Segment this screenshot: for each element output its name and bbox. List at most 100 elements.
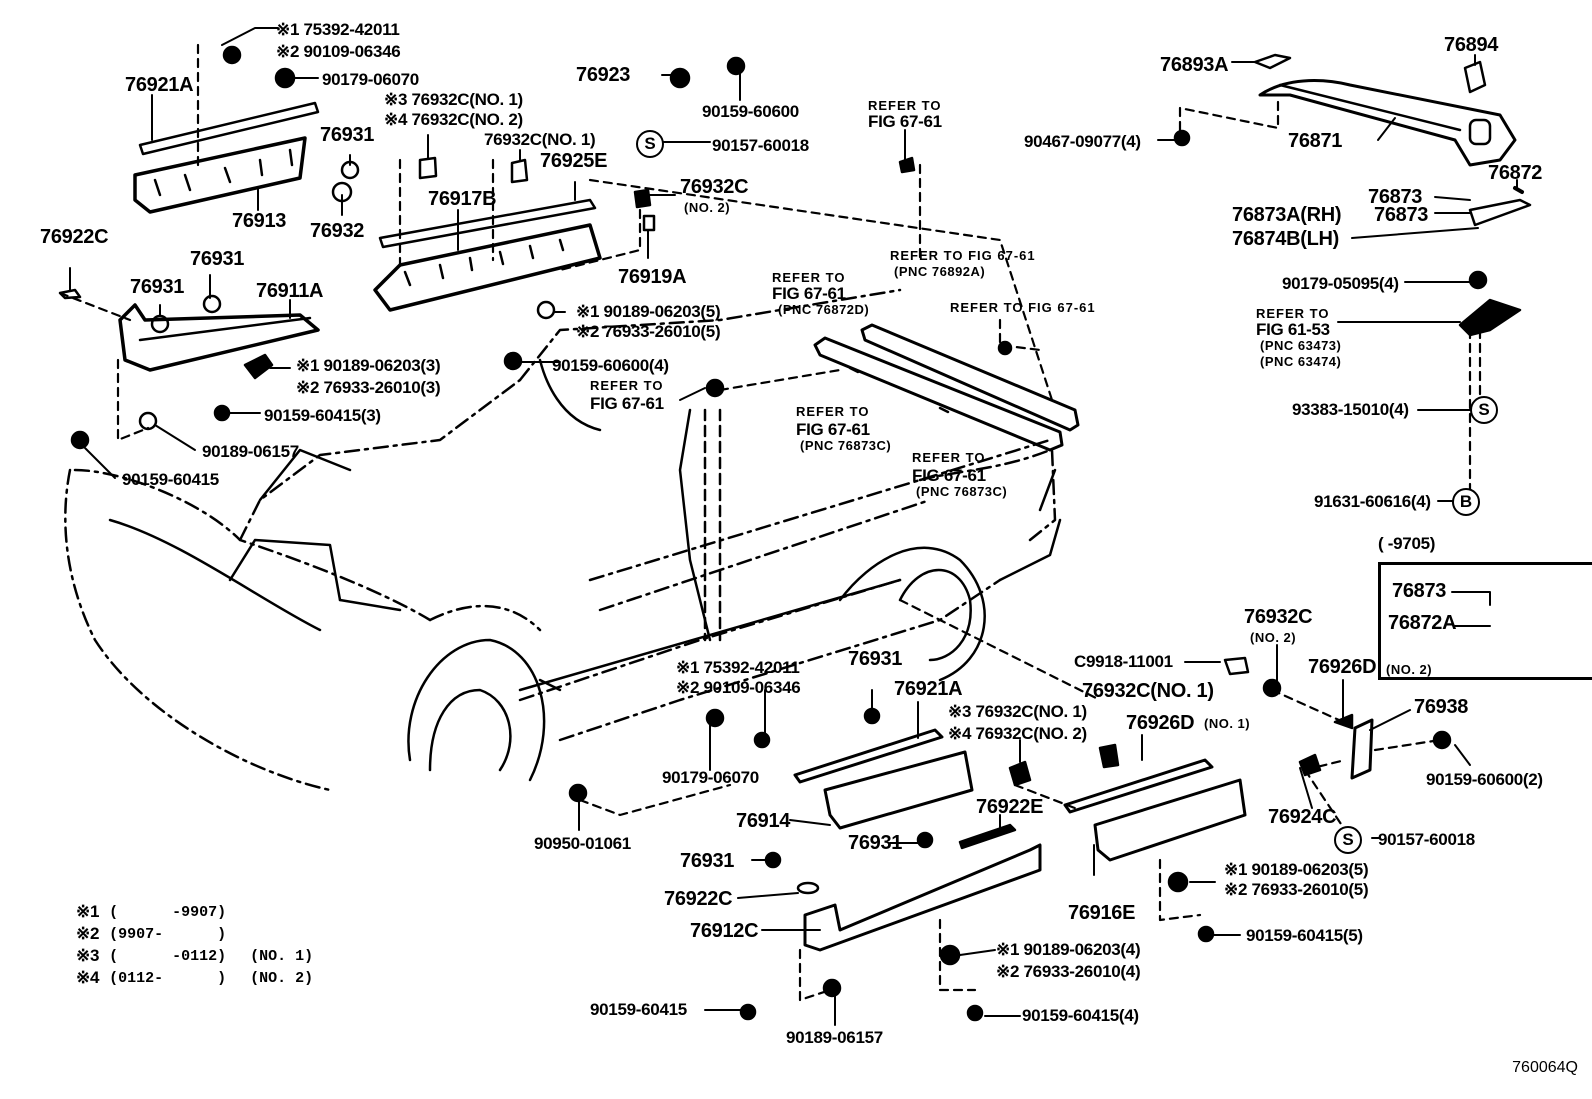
label-76933-26010-3: ※2 76933-26010(3) bbox=[296, 378, 441, 397]
label-76914: 76914 bbox=[736, 810, 791, 832]
label-76893A: 76893A bbox=[1160, 54, 1229, 76]
refer-76873C-b-line3: (PNC 76873C) bbox=[916, 484, 1008, 499]
footnotes: ※1 ( -9907) ※2 (9907- ) ※3 ( -0112) (NO.… bbox=[76, 902, 313, 990]
footnote-4: ※4 (0112- ) (NO. 2) bbox=[76, 968, 313, 990]
label-76873-b: 76873 bbox=[1374, 204, 1429, 226]
label-76873A-RH: 76873A(RH) bbox=[1232, 204, 1342, 226]
label-76922E: 76922E bbox=[976, 796, 1044, 818]
vehicle-outline bbox=[64, 288, 1057, 792]
label-76922C-bottom: 76922C bbox=[664, 888, 733, 910]
label-76931-d: 76931 bbox=[848, 832, 903, 854]
label-bm-90109-06346: ※2 90109-06346 bbox=[676, 678, 801, 697]
refer-6153-line3: (PNC 63473) bbox=[1260, 338, 1342, 353]
label-93383-15010: 93383-15010(4) bbox=[1292, 400, 1409, 419]
label-76874B-LH: 76874B(LH) bbox=[1232, 228, 1340, 250]
label-76932: 76932 bbox=[310, 220, 365, 242]
label-76913: 76913 bbox=[232, 210, 287, 232]
refer-roof-line2: FIG 67-61 bbox=[868, 112, 942, 131]
label-76926D-no2: 76926D bbox=[1308, 656, 1377, 678]
refer-roof-line1: REFER TO bbox=[868, 98, 942, 113]
label-76938: 76938 bbox=[1414, 696, 1469, 718]
footnote-mark: ※4 bbox=[76, 968, 100, 987]
label-90950-01061: 90950-01061 bbox=[534, 834, 631, 853]
footnote-mark: ※1 bbox=[76, 902, 100, 921]
label-76932C-no1-top: 76932C(NO. 1) bbox=[484, 130, 596, 149]
footnote-mark: ※2 bbox=[76, 924, 100, 943]
refer-76873C-a-line2: FIG 67-61 bbox=[796, 420, 870, 439]
label-76931-b: 76931 bbox=[190, 248, 245, 270]
label-76922C-top: 76922C bbox=[40, 226, 109, 248]
refer-76873C-b-line1: REFER TO bbox=[912, 450, 986, 465]
label-76919A: 76919A bbox=[618, 266, 687, 288]
label-bm-75392-42011: ※1 75392-42011 bbox=[676, 658, 800, 677]
refer-76872D-line2: FIG 67-61 bbox=[772, 284, 846, 303]
label-90189-06157-top: 90189-06157 bbox=[202, 442, 299, 461]
label-90159-60600-2: 90159-60600(2) bbox=[1426, 770, 1543, 789]
label-91631-60616: 91631-60616(4) bbox=[1314, 492, 1431, 511]
label-76932C-no2-top-sub: (NO. 2) bbox=[684, 200, 731, 215]
refer-76873C-a-line3: (PNC 76873C) bbox=[800, 438, 892, 453]
footnote-3: ※3 ( -0112) (NO. 1) bbox=[76, 946, 313, 968]
label-br-76933-26010-5: ※2 76933-26010(5) bbox=[1224, 880, 1369, 899]
refer-6153-line2: FIG 61-53 bbox=[1256, 320, 1330, 339]
label-90179-05095: 90179-05095(4) bbox=[1282, 274, 1399, 293]
label-76926D-no2-sub: (NO. 2) bbox=[1386, 662, 1433, 677]
label-75392-42011: ※1 75392-42011 bbox=[276, 20, 400, 39]
refer-76873C-b-line2: FIG 67-61 bbox=[912, 466, 986, 485]
part-76912C-graphic bbox=[739, 823, 1042, 1022]
label-76932C-no2-top: 76932C bbox=[680, 176, 749, 198]
label-C9918-11001: C9918-11001 bbox=[1074, 652, 1173, 671]
label-s3-76932C-no1: ※3 76932C(NO. 1) bbox=[384, 90, 523, 109]
inset-period: ( -9705) bbox=[1378, 534, 1436, 553]
label-76894: 76894 bbox=[1444, 34, 1499, 56]
label-bm-76921A: 76921A bbox=[894, 678, 963, 700]
part-76917B-graphic bbox=[373, 56, 916, 398]
label-bm-s3-76932C: ※3 76932C(NO. 1) bbox=[948, 702, 1087, 721]
refer-rack: REFER TO FIG 67-61 bbox=[950, 300, 1096, 315]
footnote-range: ( -0112) bbox=[109, 948, 227, 965]
footnote-1: ※1 ( -9907) bbox=[76, 902, 313, 924]
footnote-extra: (NO. 1) bbox=[250, 948, 314, 965]
diagram-id-code: 760064Q bbox=[1512, 1059, 1578, 1076]
label-90467-09077: 90467-09077(4) bbox=[1024, 132, 1141, 151]
footnote-range: ( -9907) bbox=[109, 904, 227, 921]
part-76871-graphic bbox=[1173, 53, 1532, 337]
label-s4-76932C-no2: ※4 76932C(NO. 2) bbox=[384, 110, 523, 129]
label-76923: 76923 bbox=[576, 64, 631, 86]
label-76926D-no1: 76926D bbox=[1126, 712, 1195, 734]
label-90159-60415-bottom: 90159-60415 bbox=[590, 1000, 687, 1019]
refer-door-line1: REFER TO bbox=[590, 378, 664, 393]
part-76916E-graphic bbox=[1063, 656, 1452, 943]
inset-label-76872A: 76872A bbox=[1388, 612, 1457, 634]
label-90159-60600: 90159-60600 bbox=[702, 102, 799, 121]
label-90157-60018-right: 90157-60018 bbox=[1378, 830, 1475, 849]
label-76932C-right: 76932C bbox=[1244, 606, 1313, 628]
label-90179-06070: 90179-06070 bbox=[322, 70, 419, 89]
refer-6153-line4: (PNC 63474) bbox=[1260, 354, 1342, 369]
footnote-extra: (NO. 2) bbox=[250, 970, 314, 987]
label-90159-60415-top: 90159-60415 bbox=[122, 470, 219, 489]
footnote-range: (9907- ) bbox=[109, 926, 227, 943]
refer-76892A-line2: (PNC 76892A) bbox=[894, 264, 986, 279]
label-76925E: 76925E bbox=[540, 150, 608, 172]
label-90189-06203-5: ※1 90189-06203(5) bbox=[576, 302, 721, 321]
label-bm-90179-06070: 90179-06070 bbox=[662, 768, 759, 787]
label-90109-06346: ※2 90109-06346 bbox=[276, 42, 401, 61]
label-bm-s4-76932C: ※4 76932C(NO. 2) bbox=[948, 724, 1087, 743]
label-76931-e: 76931 bbox=[680, 850, 735, 872]
label-76917B: 76917B bbox=[428, 188, 497, 210]
bolt-b-icon: B bbox=[1452, 488, 1480, 516]
label-76932C-no1-right: 76932C(NO. 1) bbox=[1082, 680, 1214, 702]
refer-door-line2: FIG 67-61 bbox=[590, 394, 664, 413]
label-90189-06157-bottom: 90189-06157 bbox=[786, 1028, 883, 1047]
label-90157-60018-top: 90157-60018 bbox=[712, 136, 809, 155]
label-76873-a: 76873 bbox=[1368, 186, 1423, 208]
inset-label-76873: 76873 bbox=[1392, 580, 1447, 602]
label-br-90189-06203-5: ※1 90189-06203(5) bbox=[1224, 860, 1369, 879]
label-90159-60600-4: 90159-60600(4) bbox=[552, 356, 669, 375]
label-76926D-no1-sub: (NO. 1) bbox=[1204, 716, 1251, 731]
standard-part-s-icon: S bbox=[1470, 396, 1498, 424]
label-76911A: 76911A bbox=[256, 280, 324, 302]
label-76912C: 76912C bbox=[690, 920, 759, 942]
label-76872: 76872 bbox=[1488, 162, 1543, 184]
